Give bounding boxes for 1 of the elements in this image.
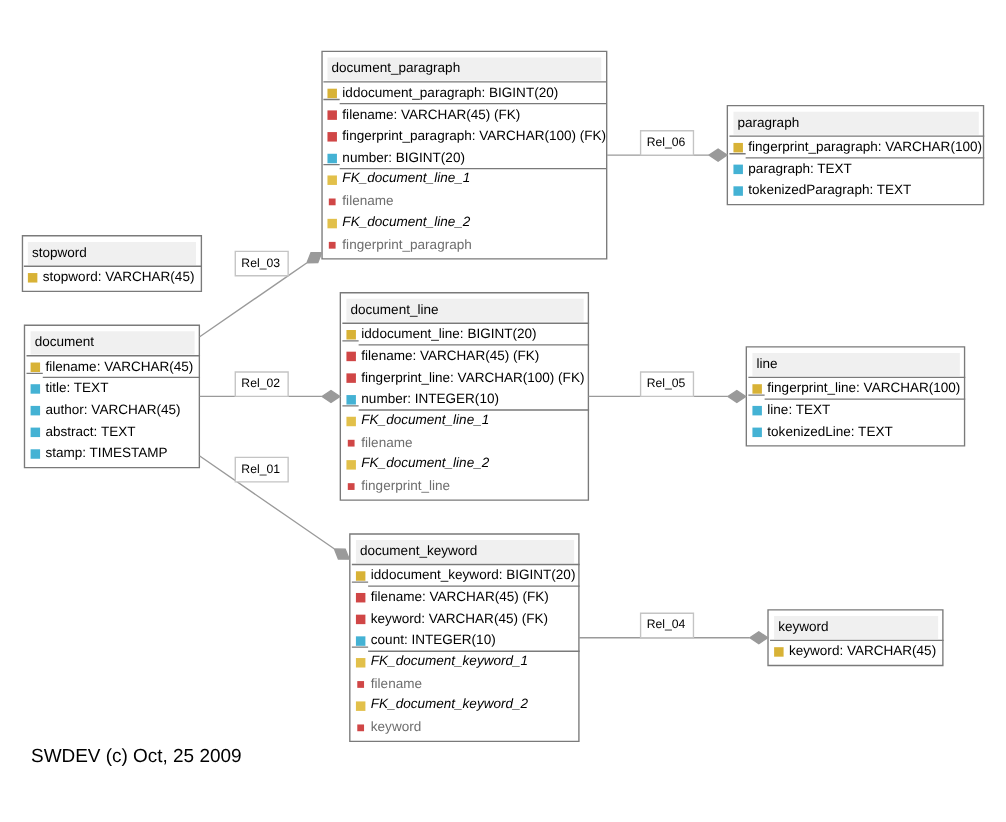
- caption: SWDEV (c) Oct, 25 2009: [31, 745, 242, 767]
